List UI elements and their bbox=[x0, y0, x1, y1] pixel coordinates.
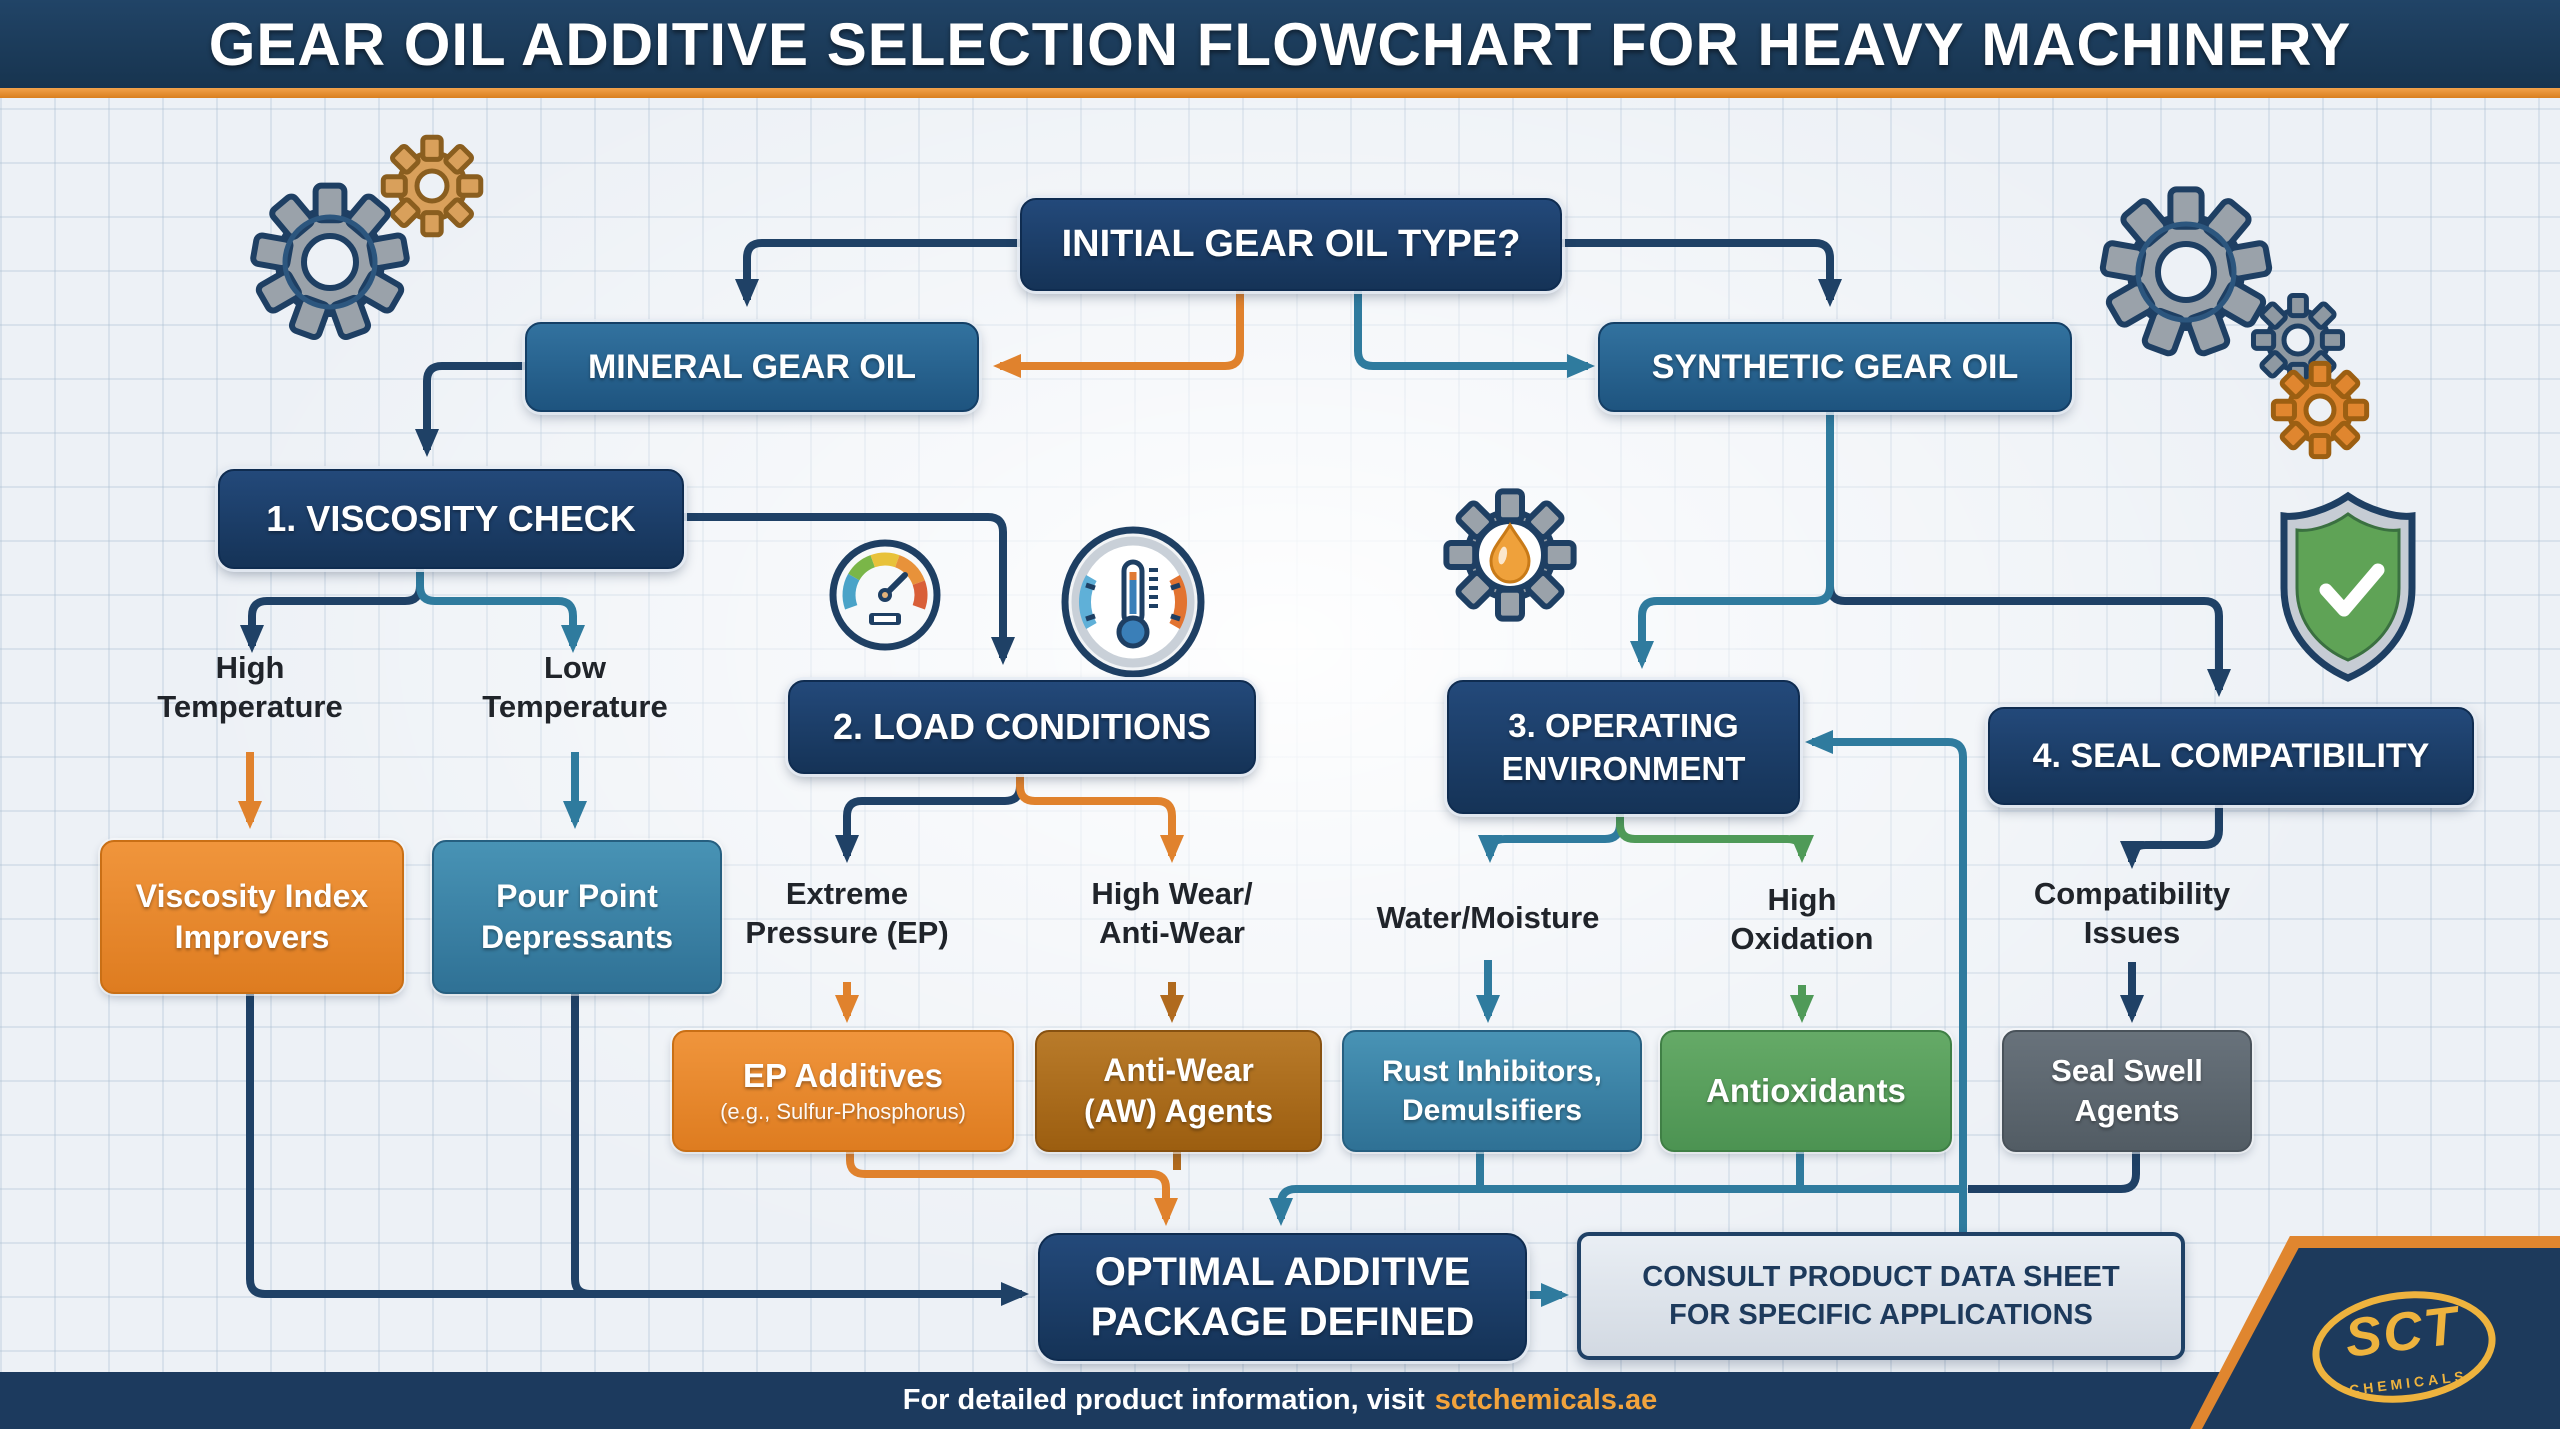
connector-group-teal bbox=[416, 287, 1967, 1307]
node-label: EP Additives bbox=[743, 1057, 943, 1094]
node-label: 2. LOAD CONDITIONS bbox=[832, 706, 1212, 747]
connector-group-green bbox=[1616, 810, 1814, 1023]
footer-link[interactable]: sctchemicals.ae bbox=[1434, 1384, 1658, 1416]
node-anti-wear-agents: Anti-Wear (AW) Agents bbox=[1035, 1030, 1322, 1152]
node-label: Antioxidants bbox=[1706, 1072, 1906, 1109]
node-mineral-gear-oil: MINERAL GEAR OIL bbox=[525, 322, 979, 412]
node-viscosity-index-improvers: Viscosity Index Improvers bbox=[100, 840, 404, 994]
node-sublabel: (e.g., Sulfur-Phosphorus) bbox=[720, 1099, 966, 1124]
oil-drop-gear-icon bbox=[1443, 488, 1577, 622]
node-initial-gear-oil-type: INITIAL GEAR OIL TYPE? bbox=[1020, 198, 1562, 291]
node-label: PACKAGE DEFINED bbox=[1090, 1300, 1475, 1344]
node-label: Seal Swell bbox=[2051, 1053, 2203, 1088]
speed-gauge-icon bbox=[829, 539, 941, 651]
node-viscosity-check: 1. VISCOSITY CHECK bbox=[218, 469, 684, 569]
node-label: 1. VISCOSITY CHECK bbox=[266, 498, 636, 539]
node-label: SYNTHETIC GEAR OIL bbox=[1651, 347, 2019, 386]
node-label: Improvers bbox=[174, 919, 330, 955]
node-label: Pour Point bbox=[496, 878, 658, 914]
header-accent-strip bbox=[0, 88, 2560, 98]
node-antioxidants: Antioxidants bbox=[1660, 1030, 1952, 1152]
label-low-temperature: Low Temperature bbox=[482, 650, 668, 724]
shield-check-icon bbox=[2280, 491, 2416, 682]
node-ep-additives: EP Additives (e.g., Sulfur-Phosphorus) bbox=[672, 1030, 1014, 1152]
label-high-temperature: High Temperature bbox=[157, 650, 343, 724]
label-compatibility-issues: Compatibility Issues bbox=[2033, 876, 2231, 950]
node-label: OPTIMAL ADDITIVE bbox=[1094, 1250, 1471, 1294]
gear-icon bbox=[380, 134, 484, 238]
label-high-oxidation: High Oxidation bbox=[1730, 882, 1874, 956]
node-consult-product-data-sheet: CONSULT PRODUCT DATA SHEET FOR SPECIFIC … bbox=[1577, 1232, 2185, 1360]
thermometer-gauge-icon bbox=[1061, 526, 1205, 678]
node-label: (AW) Agents bbox=[1083, 1093, 1273, 1129]
node-label: 3. OPERATING bbox=[1508, 707, 1739, 744]
page-title: GEAR OIL ADDITIVE SELECTION FLOWCHART FO… bbox=[208, 10, 2352, 78]
node-label: INITIAL GEAR OIL TYPE? bbox=[1061, 223, 1521, 265]
node-pour-point-depressants: Pour Point Depressants bbox=[432, 840, 722, 994]
node-label: Agents bbox=[2074, 1093, 2180, 1128]
node-label: CONSULT PRODUCT DATA SHEET bbox=[1642, 1261, 2120, 1293]
node-load-conditions: 2. LOAD CONDITIONS bbox=[788, 680, 1256, 774]
label-high-wear-anti-wear: High Wear/ Anti-Wear bbox=[1091, 876, 1253, 950]
node-synthetic-gear-oil: SYNTHETIC GEAR OIL bbox=[1598, 322, 2072, 412]
node-label: FOR SPECIFIC APPLICATIONS bbox=[1669, 1299, 2093, 1331]
node-label: 4. SEAL COMPATIBILITY bbox=[2032, 736, 2430, 775]
footer-bar: For detailed product information, visit … bbox=[0, 1372, 2560, 1429]
label-extreme-pressure: Extreme Pressure (EP) bbox=[745, 876, 949, 950]
node-operating-environment: 3. OPERATING ENVIRONMENT bbox=[1447, 680, 1800, 814]
node-label: Viscosity Index bbox=[135, 878, 369, 914]
node-optimal-additive-package: OPTIMAL ADDITIVE PACKAGE DEFINED bbox=[1038, 1233, 1527, 1361]
gear-icon bbox=[2270, 360, 2370, 460]
label-water-moisture: Water/Moisture bbox=[1376, 900, 1600, 935]
node-label: Depressants bbox=[480, 919, 674, 955]
node-label: MINERAL GEAR OIL bbox=[587, 347, 917, 386]
header-bar: GEAR OIL ADDITIVE SELECTION FLOWCHART FO… bbox=[0, 0, 2560, 88]
node-label: ENVIRONMENT bbox=[1501, 750, 1746, 787]
gear-icon bbox=[2250, 292, 2346, 388]
node-label: Rust Inhibitors, bbox=[1382, 1055, 1602, 1088]
node-label: Anti-Wear bbox=[1103, 1052, 1254, 1088]
connector-group-navy bbox=[240, 239, 2231, 1306]
node-seal-swell-agents: Seal Swell Agents bbox=[2002, 1030, 2252, 1152]
node-seal-compatibility: 4. SEAL COMPATIBILITY bbox=[1988, 707, 2474, 805]
node-rust-inhibitors-demulsifiers: Rust Inhibitors, Demulsifiers bbox=[1342, 1030, 1642, 1152]
gear-icon bbox=[250, 182, 410, 341]
connector-group-orange bbox=[238, 287, 1244, 1226]
footer-text: For detailed product information, visit bbox=[902, 1384, 1425, 1416]
node-label: Demulsifiers bbox=[1401, 1094, 1583, 1127]
gear-icon bbox=[2099, 186, 2273, 357]
